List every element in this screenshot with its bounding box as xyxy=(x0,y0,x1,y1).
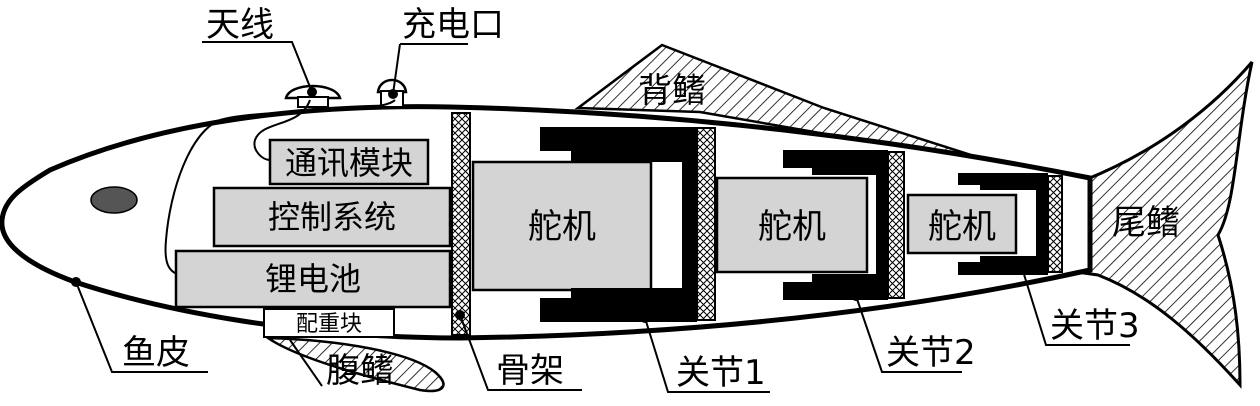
charging-port-leader xyxy=(392,43,468,95)
joint-2-leader xyxy=(855,295,962,373)
joint-3-bracket xyxy=(958,173,1048,275)
joint-2-plate xyxy=(887,151,905,299)
joint-1-leader xyxy=(644,317,770,393)
ventral-fin-label: 腹鳍 xyxy=(326,351,394,391)
comm-module-box xyxy=(268,138,430,186)
servo-1-box xyxy=(471,160,653,292)
skeleton-plate xyxy=(451,112,471,336)
control-system-box xyxy=(212,186,452,248)
joint-2-label: 关节2 xyxy=(886,333,976,373)
joint-2-dot xyxy=(851,291,861,301)
joint-1-bracket xyxy=(540,127,697,322)
tail-fin-label: 尾鳍 xyxy=(1112,203,1180,243)
antenna-base xyxy=(297,96,329,108)
dorsal-fin-label: 背鳍 xyxy=(638,71,706,111)
battery-wire xyxy=(164,99,396,276)
battery-box xyxy=(174,249,452,309)
fish-skin-label: 鱼皮 xyxy=(122,333,190,373)
skeleton-label: 骨架 xyxy=(496,351,564,391)
antenna-wire xyxy=(253,99,311,161)
skeleton-leader xyxy=(459,314,582,391)
servo-2-label: 舵机 xyxy=(758,207,826,247)
charging-port-label: 充电口 xyxy=(402,5,504,45)
battery-label: 锂电池 xyxy=(265,260,361,298)
servo-2-box xyxy=(715,176,869,274)
comm-module-label: 通讯模块 xyxy=(285,144,413,182)
antenna-leader xyxy=(202,41,313,93)
counterweight-label: 配重块 xyxy=(296,312,362,337)
fish-skin-dot xyxy=(71,277,81,287)
servo-3-label: 舵机 xyxy=(928,207,996,247)
joint-3-dot xyxy=(1017,263,1027,273)
eye xyxy=(90,186,138,214)
ventral-fin-leader xyxy=(289,339,323,387)
servo-3-box xyxy=(906,193,1018,255)
joint-1-plate xyxy=(696,127,716,321)
joint-1-dot xyxy=(640,313,650,323)
servo-1-label: 舵机 xyxy=(528,207,596,247)
fish-skin-leader xyxy=(75,281,208,373)
joint-3-leader xyxy=(1021,267,1130,346)
control-system-label: 控制系统 xyxy=(268,198,396,236)
joint-2-bracket xyxy=(783,150,888,300)
antenna-label: 天线 xyxy=(206,5,274,45)
joint-3-label: 关节3 xyxy=(1050,306,1140,346)
ventral-fin xyxy=(263,336,445,393)
skeleton-dot xyxy=(455,310,465,320)
tail-fin xyxy=(1060,61,1254,389)
counterweight-box xyxy=(263,308,395,338)
joint-1-label: 关节1 xyxy=(676,353,766,393)
joint-3-plate xyxy=(1047,175,1063,273)
